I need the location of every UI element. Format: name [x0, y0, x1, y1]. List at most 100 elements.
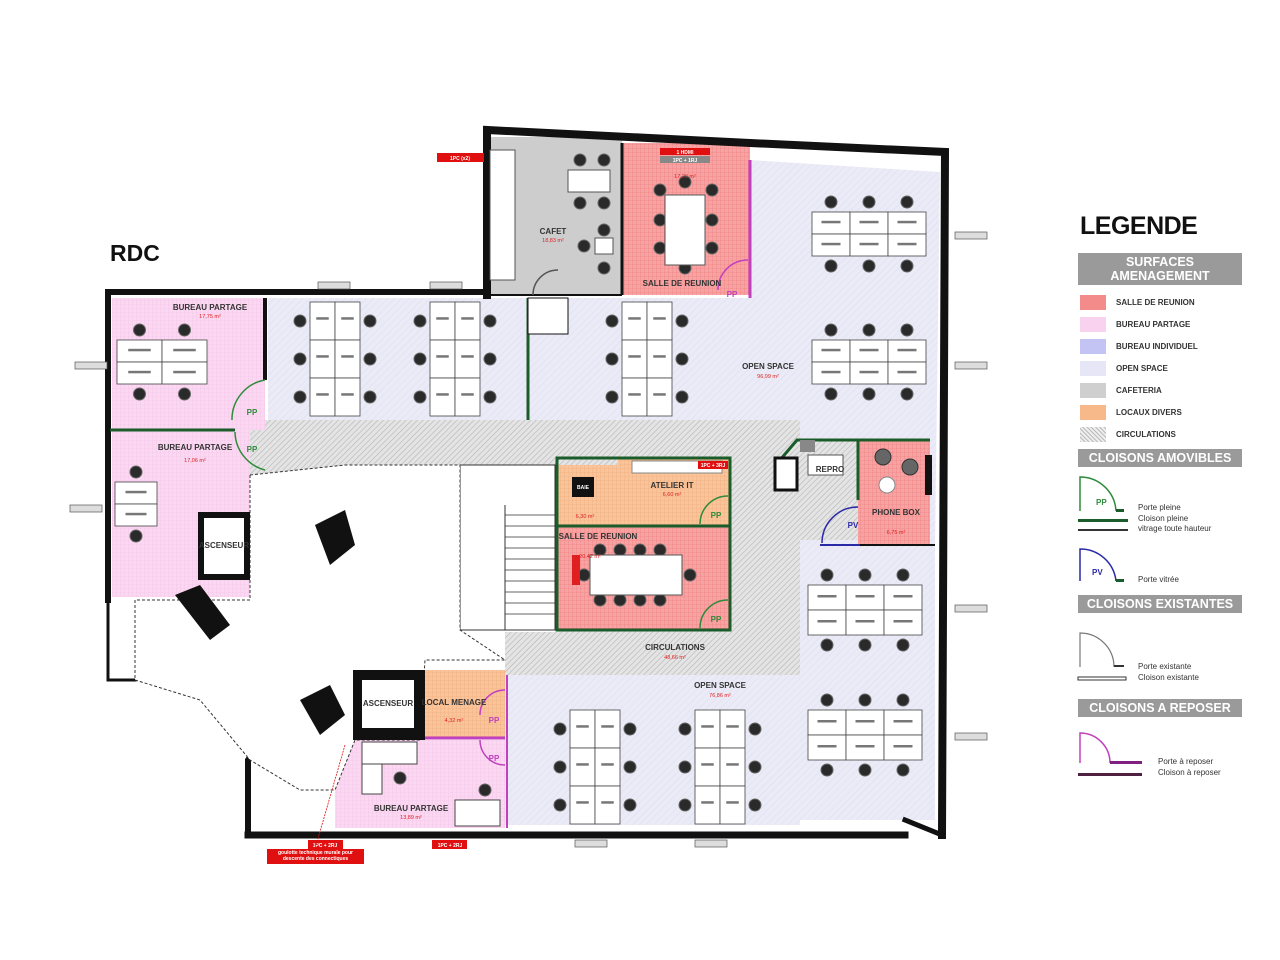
legend-surface-item: OPEN SPACE — [1076, 357, 1246, 379]
door-pp-bp1 — [231, 379, 266, 421]
door-pp-atelier — [699, 495, 729, 525]
circulations-name: CIRCULATIONS — [645, 643, 706, 652]
chair-icon — [483, 314, 497, 328]
chair-icon — [129, 529, 143, 543]
room-labels: CAFET 18,83 m² 1 HDMI 1PC + 1RJ 17,20 m²… — [158, 148, 921, 821]
svg-text:17,06 m²: 17,06 m² — [184, 458, 206, 464]
legend-surface-label: BUREAU INDIVIDUEL — [1116, 341, 1198, 351]
legend-title: LEGENDE — [1080, 212, 1198, 240]
chair-icon — [613, 543, 627, 557]
desk — [719, 709, 746, 749]
door-reposer-icon — [1078, 732, 1142, 776]
legend-swatch — [1080, 426, 1106, 442]
desk — [719, 785, 746, 825]
chair-icon — [413, 390, 427, 404]
chair-icon — [293, 352, 307, 366]
chair-icon — [605, 314, 619, 328]
chair-icon — [553, 798, 567, 812]
cafet-area-value: 18,83 m² — [542, 238, 564, 244]
chair-icon — [705, 213, 719, 227]
chair-icon — [653, 241, 667, 255]
chair-icon — [896, 638, 910, 652]
chair-icon — [678, 175, 692, 189]
desk — [309, 339, 336, 379]
chair-icon — [896, 763, 910, 777]
chair-icon — [483, 390, 497, 404]
svg-text:1PC (x2): 1PC (x2) — [450, 156, 470, 162]
svg-text:1PC + 3RJ: 1PC + 3RJ — [701, 463, 726, 469]
chair-icon — [593, 593, 607, 607]
desk-cluster — [569, 709, 621, 825]
local-menage-area — [425, 670, 505, 738]
chair-icon — [653, 593, 667, 607]
desk — [334, 339, 361, 379]
legend-surfaces-header: SURFACES AMENAGEMENT — [1078, 253, 1242, 285]
level-label: RDC — [110, 240, 160, 266]
desk — [454, 377, 481, 417]
door-cafet — [532, 269, 559, 296]
door-pp-salle-bottom — [699, 599, 729, 629]
desk-cluster — [621, 301, 673, 417]
chair-icon — [573, 153, 587, 167]
chair-icon — [678, 798, 692, 812]
chair-icon — [900, 387, 914, 401]
door-existante-icon — [1077, 632, 1127, 681]
outlet-tag — [574, 839, 608, 848]
legend-amovibles-header: CLOISONS AMOVIBLES — [1078, 449, 1242, 467]
stairs-area — [459, 464, 556, 631]
chair-icon — [900, 323, 914, 337]
desk — [309, 377, 336, 417]
chair-icon — [573, 196, 587, 210]
chair-icon — [178, 323, 191, 337]
chair-icon — [633, 543, 647, 557]
chair-icon — [824, 387, 838, 401]
chair-icon — [393, 771, 407, 785]
svg-text:1PC + 1RJ: 1PC + 1RJ — [673, 158, 698, 164]
desk-cluster — [811, 339, 927, 385]
outlet-tag — [429, 281, 463, 290]
svg-text:1 HDMI: 1 HDMI — [677, 150, 695, 156]
open-space-bottom-name: OPEN SPACE — [694, 681, 747, 690]
chair-icon — [705, 183, 719, 197]
desk — [694, 785, 721, 825]
bureau-partage-3-name: BUREAU PARTAGE — [374, 804, 449, 813]
salle-reunion-top-name: SALLE DE REUNION — [643, 279, 722, 288]
desk — [569, 709, 596, 749]
outlet-tag — [74, 361, 108, 370]
legend-porte-vitree: PV Porte vitrée — [1076, 545, 1246, 591]
door-pp-salle-top — [717, 259, 749, 291]
desk — [454, 339, 481, 379]
chair-icon — [678, 722, 692, 736]
legend-porte-reposer: Porte à reposer Cloison à reposer — [1076, 723, 1246, 783]
chair-icon — [129, 465, 143, 479]
svg-text:48,66 m²: 48,66 m² — [664, 655, 686, 661]
outlet-tag — [694, 839, 728, 848]
chair-icon — [900, 195, 914, 209]
svg-text:1PC + 2RJ: 1PC + 2RJ — [313, 843, 338, 849]
chair-icon — [748, 760, 762, 774]
meeting-furniture: BAIE — [489, 149, 919, 596]
svg-text:20,42 m²: 20,42 m² — [579, 554, 601, 560]
floor-plan: ASCENSEUR ASCENSEUR PP PP PP PP PP PV PP… — [69, 125, 988, 864]
wall-tags: 1PC (x2) 1PC + 2RJ 1PC + 2RJ goulotte te… — [69, 153, 988, 864]
legend-swatch — [1080, 294, 1106, 310]
desk — [719, 747, 746, 787]
chair-icon — [653, 183, 667, 197]
svg-text:6,75 m²: 6,75 m² — [887, 530, 906, 536]
desk — [621, 339, 648, 379]
doors — [231, 259, 859, 766]
chair-icon — [413, 352, 427, 366]
chair-icon — [553, 722, 567, 736]
outlet-tag — [69, 504, 103, 513]
chair-icon — [858, 693, 872, 707]
chair-icon — [597, 153, 611, 167]
desk — [429, 339, 456, 379]
desk-cluster — [429, 301, 481, 417]
building-core: ASCENSEUR ASCENSEUR — [134, 297, 569, 791]
chair-icon — [623, 722, 637, 736]
chair-icon — [133, 387, 146, 401]
atelier-it-name: ATELIER IT — [651, 481, 694, 490]
chair-icon — [597, 223, 611, 237]
desk — [594, 747, 621, 787]
legend: LEGENDE SURFACES AMENAGEMENT SALLE DE RE… — [1076, 212, 1246, 783]
